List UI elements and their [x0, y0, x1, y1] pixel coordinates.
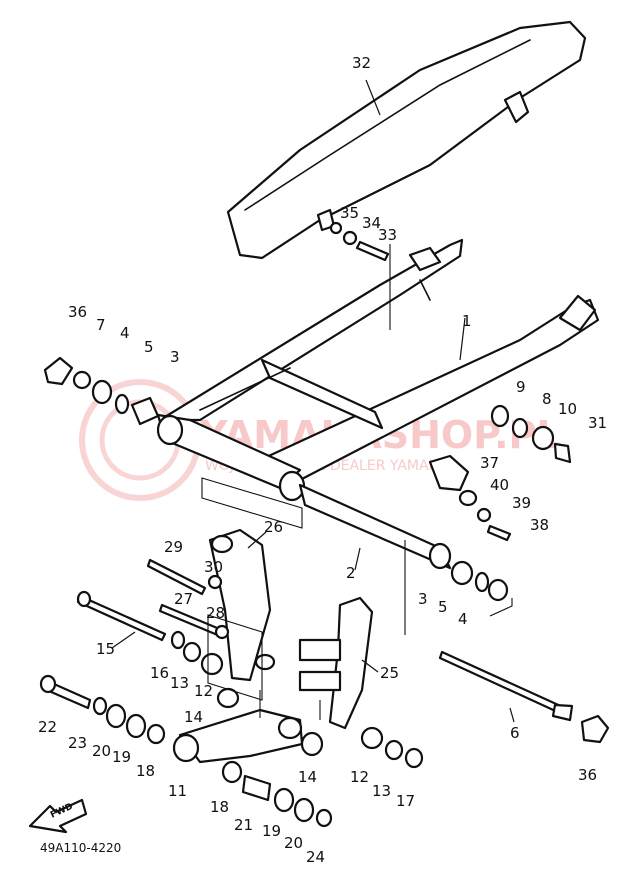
right-spacer-parts	[450, 560, 509, 602]
callout-label: 16	[150, 664, 169, 682]
callout-label: 27	[174, 590, 193, 608]
callout-label: 24	[306, 848, 325, 866]
callout-label: 5	[144, 338, 154, 356]
callout-label: 26	[264, 518, 283, 536]
leader-lines	[111, 79, 515, 723]
left-pivot-parts	[43, 356, 160, 426]
callout-label: 11	[168, 782, 187, 800]
axle-parts	[438, 650, 610, 744]
callout-label: 3	[170, 348, 180, 366]
callout-label: 20	[92, 742, 111, 760]
callout-label: 25	[380, 664, 399, 682]
callout-label: 4	[120, 324, 130, 342]
callout-label: 37	[480, 454, 499, 472]
callout-label: 19	[112, 748, 131, 766]
chain-guard-fasteners	[329, 221, 390, 262]
linkage-bushings-lower	[221, 726, 424, 828]
relay-arm-26	[208, 528, 276, 682]
callout-label: 19	[262, 822, 281, 840]
guide-lines	[201, 244, 513, 720]
callout-label: 4	[458, 610, 468, 628]
callout-label: 35	[340, 204, 359, 222]
callout-label: 36	[68, 303, 87, 321]
callout-label: 20	[284, 834, 303, 852]
callout-label: 33	[378, 226, 397, 244]
callout-label: 18	[136, 762, 155, 780]
callout-label: 17	[396, 792, 415, 810]
callout-label: 28	[206, 604, 225, 622]
relay-bolts	[76, 558, 230, 642]
callout-label: 31	[588, 414, 607, 432]
callout-label: 29	[164, 538, 183, 556]
callout-label: 1	[462, 312, 472, 330]
right-pivot-parts	[490, 404, 572, 464]
callout-label: 38	[530, 516, 549, 534]
callout-label: 32	[352, 54, 371, 72]
callout-label: 7	[96, 316, 106, 334]
fwd-arrow-icon: FWD	[28, 798, 88, 834]
callout-label: 8	[542, 390, 552, 408]
callout-label: 12	[350, 768, 369, 786]
callout-label: 13	[372, 782, 391, 800]
lower-bolt-parts	[39, 674, 166, 745]
relay-arm-25	[298, 596, 374, 730]
callout-label: 10	[558, 400, 577, 418]
callout-label: 34	[362, 214, 381, 232]
callout-label: 40	[490, 476, 509, 494]
swingarm	[156, 238, 600, 502]
callout-label: 5	[438, 598, 448, 616]
diagram-code: 49A110-4220	[40, 841, 121, 855]
callout-label: 13	[170, 674, 189, 692]
callout-label: 36	[578, 766, 597, 784]
callout-label: 21	[234, 816, 253, 834]
callout-label: 22	[38, 718, 57, 736]
callout-label: 23	[68, 734, 87, 752]
callout-label: 6	[510, 724, 520, 742]
callout-label: 3	[418, 590, 428, 608]
callout-label: 2	[346, 564, 356, 582]
callout-label: 12	[194, 682, 213, 700]
callout-label: 14	[298, 768, 317, 786]
callout-label: 14	[184, 708, 203, 726]
callout-label: 39	[512, 494, 531, 512]
pivot-shaft	[298, 483, 452, 570]
chain-adjuster-parts	[428, 454, 512, 542]
callout-label: 15	[96, 640, 115, 658]
chain-guard	[226, 20, 587, 260]
callout-label: 9	[516, 378, 526, 396]
callout-label: 18	[210, 798, 229, 816]
callout-label: 30	[204, 558, 223, 576]
callout-labels: 32 35 34 33 36 7 4 5 3 1 9 8 10 31 37 40…	[38, 54, 607, 866]
